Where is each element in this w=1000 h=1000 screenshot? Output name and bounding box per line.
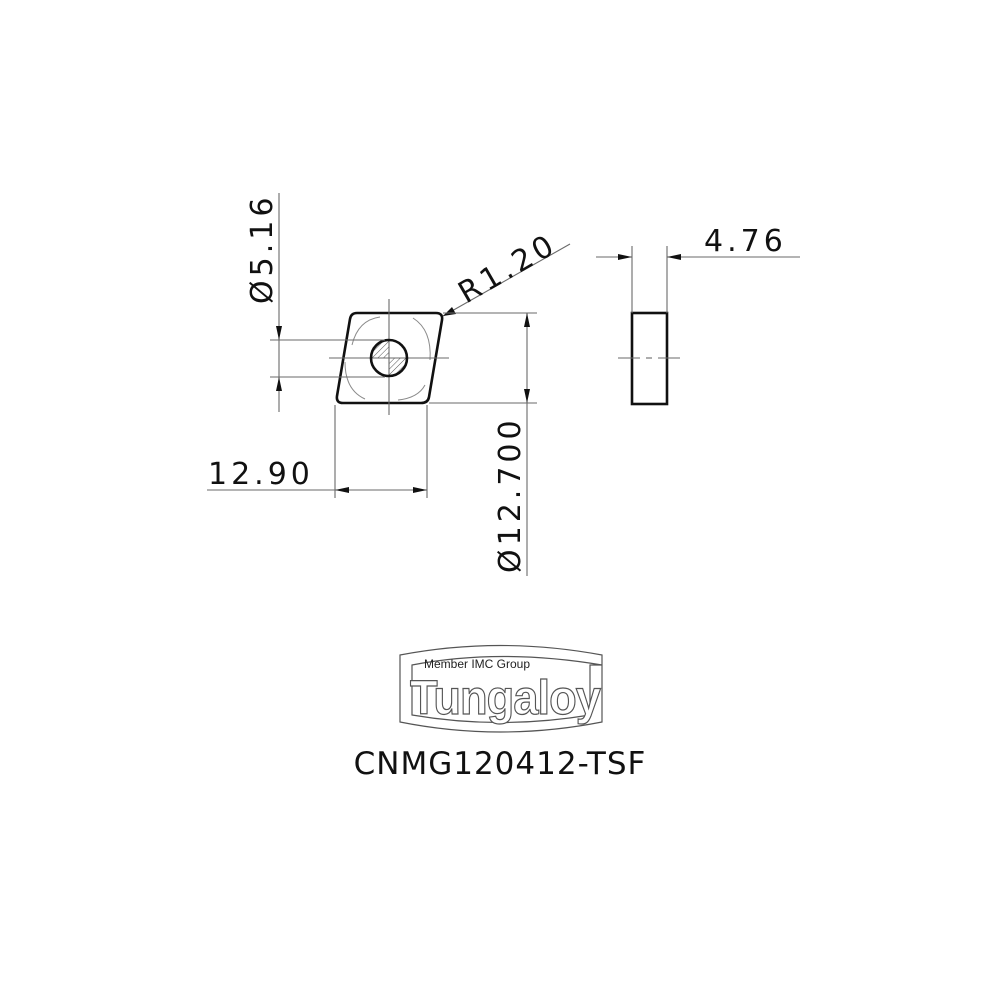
chipbreaker-arc (344, 361, 366, 400)
front-view (329, 299, 449, 415)
thickness-label: 4.76 (704, 224, 787, 259)
corner-radius-dimension: R1.20 (442, 227, 571, 317)
chipbreaker-arc (412, 317, 431, 361)
hole-diameter-label: Ø5.16 (245, 194, 280, 304)
chipbreaker-arc (351, 316, 381, 346)
edge-length-label: 12.90 (208, 457, 314, 492)
logo-tagline: Member IMC Group (424, 657, 530, 671)
hole-diameter-dimension: Ø5.16 (245, 193, 385, 412)
hole-hatch (389, 358, 407, 376)
logo-brand: Tungaloy (410, 672, 601, 725)
hole-hatch (371, 340, 389, 358)
inscribed-circle-label: Ø12.700 (493, 416, 528, 573)
chipbreaker-arc (397, 384, 426, 401)
edge-length-dimension: 12.90 (207, 405, 428, 498)
center-hole (369, 338, 409, 378)
side-view (618, 311, 680, 406)
inscribed-circle-dimension: Ø12.700 (429, 312, 537, 576)
corner-radius-label: R1.20 (453, 227, 564, 311)
thickness-dimension: 4.76 (596, 224, 800, 313)
tungaloy-logo: Member IMC Group Tungaloy (399, 644, 603, 733)
part-number: CNMG120412-TSF (353, 746, 647, 782)
insert-outline (335, 311, 444, 405)
